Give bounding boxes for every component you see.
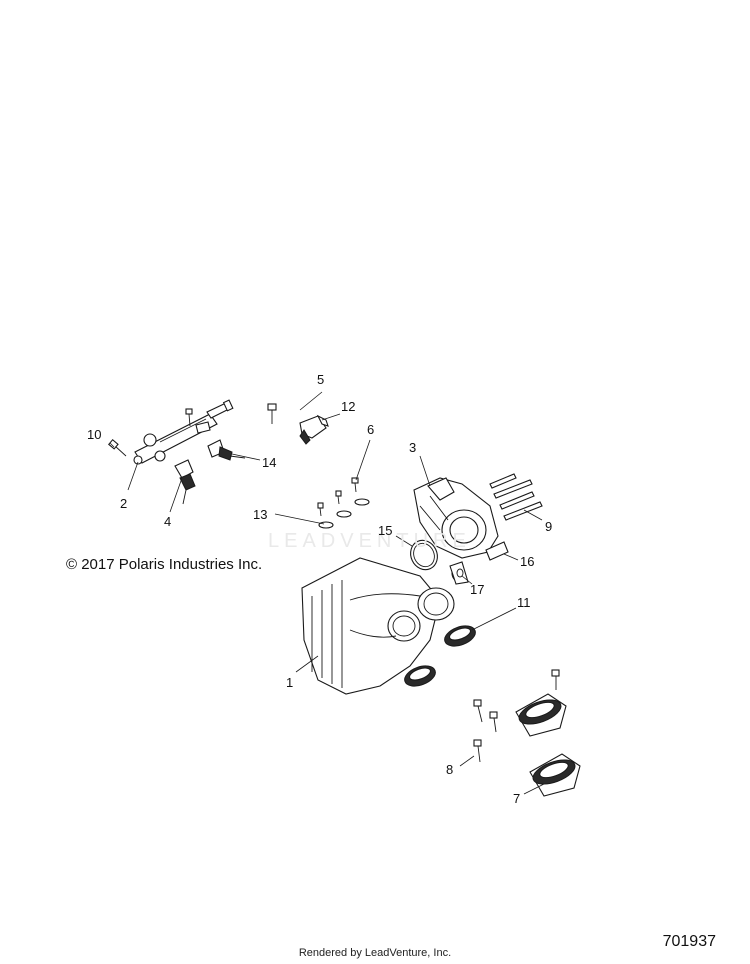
watermark: LEADVENTURE: [268, 530, 471, 552]
diagram-id: 701937: [662, 933, 716, 950]
o-rings-13[interactable]: [318, 498, 370, 529]
callout-15[interactable]: 15: [378, 523, 393, 538]
clamp-11[interactable]: [402, 622, 478, 690]
rail-bolt[interactable]: [107, 438, 127, 457]
rail-screw[interactable]: [185, 408, 193, 427]
throttle-bolts-9[interactable]: [489, 473, 543, 521]
render-credit: Rendered by LeadVenture, Inc.: [298, 947, 452, 959]
copyright-notice: © 2017 Polaris Industries Inc.: [66, 556, 263, 573]
fuel-injector-4[interactable]: [174, 459, 196, 505]
callout-8[interactable]: 8: [446, 762, 454, 777]
callout-7[interactable]: 7: [513, 791, 521, 806]
screw-6[interactable]: [317, 477, 359, 517]
callout-14[interactable]: 14: [262, 455, 277, 470]
bolt-5[interactable]: [267, 403, 277, 424]
bolts-8[interactable]: [473, 669, 560, 763]
callout-11[interactable]: 11: [517, 595, 531, 610]
leader-lines: [109, 391, 545, 795]
callout-13[interactable]: 13: [253, 507, 268, 522]
callout-17[interactable]: 17: [470, 582, 485, 597]
fitting-17[interactable]: [449, 561, 469, 585]
callout-10[interactable]: 10: [87, 427, 102, 442]
intake-boot-lower[interactable]: [529, 753, 581, 797]
intake-boot-upper[interactable]: [515, 693, 567, 737]
callout-9[interactable]: 9: [545, 519, 553, 534]
throttle-body[interactable]: [413, 477, 499, 559]
o-ring-15[interactable]: [406, 536, 442, 574]
map-sensor[interactable]: [299, 414, 329, 445]
hose-16[interactable]: [485, 541, 509, 561]
intake-manifold[interactable]: [301, 557, 455, 695]
callout-6[interactable]: 6: [367, 422, 375, 437]
fuel-rail[interactable]: [133, 399, 234, 465]
callout-1[interactable]: 1: [286, 675, 294, 690]
callout-16[interactable]: 16: [520, 554, 535, 569]
callout-3[interactable]: 3: [409, 440, 417, 455]
callout-5[interactable]: 5: [317, 372, 325, 387]
callout-12[interactable]: 12: [341, 399, 356, 414]
callout-4[interactable]: 4: [164, 514, 172, 529]
fuel-injector-14[interactable]: [207, 439, 246, 461]
callout-2[interactable]: 2: [120, 496, 128, 511]
